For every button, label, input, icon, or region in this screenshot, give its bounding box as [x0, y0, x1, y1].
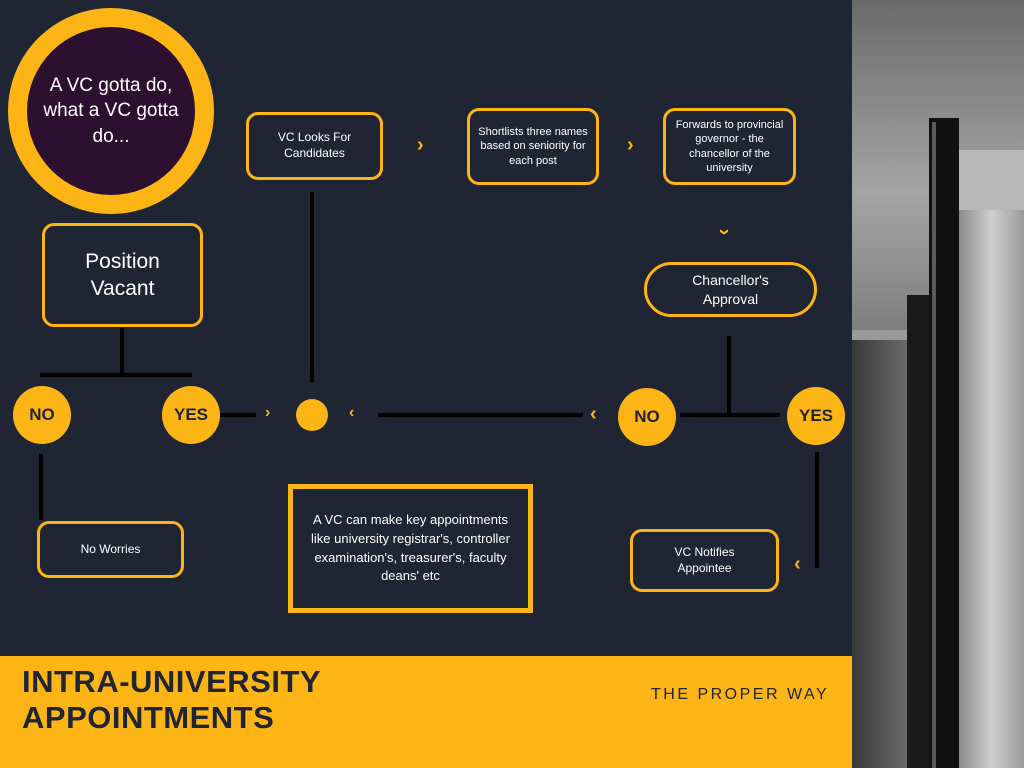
node-key-appointments-label: A VC can make key appointments like univ… — [311, 511, 510, 584]
chevron-right-icon: › — [627, 134, 634, 156]
diagram-canvas: A VC gotta do, what a VC gotta do... Pos… — [8, 8, 845, 613]
node-position-vacant-label: Position Vacant — [85, 249, 160, 300]
decision-no-right-label: NO — [634, 407, 660, 426]
node-vc-looks: VC Looks For Candidates — [246, 112, 383, 180]
connector-looks-down — [310, 192, 314, 382]
decision-no-left-label: NO — [29, 405, 55, 424]
connector-position-bar — [40, 373, 192, 377]
chevron-left-icon: ‹ — [794, 553, 801, 575]
chevron-right-icon: › — [417, 134, 424, 156]
node-no-worries: No Worries — [37, 521, 184, 578]
connector-no-yes-bar — [680, 413, 780, 417]
decision-no-left: NO — [13, 386, 71, 444]
node-no-worries-label: No Worries — [80, 541, 141, 556]
decision-no-right: NO — [618, 388, 676, 446]
chevron-down-icon: › — [713, 228, 736, 236]
connector-yes-down — [815, 452, 819, 568]
connector-no-down — [39, 454, 43, 520]
books-photo-image — [852, 0, 1024, 768]
intro-badge: A VC gotta do, what a VC gotta do... — [8, 8, 214, 214]
chevron-right-icon: › — [265, 404, 271, 421]
node-vc-notifies-label: VC Notifies Appointee — [674, 544, 735, 575]
node-shortlists-label: Shortlists three names based on seniorit… — [478, 126, 588, 167]
node-forwards-label: Forwards to provincial governor - the ch… — [675, 118, 784, 174]
node-shortlists: Shortlists three names based on seniorit… — [467, 108, 599, 185]
intro-badge-inner: A VC gotta do, what a VC gotta do... — [27, 27, 195, 195]
merge-dot — [296, 399, 328, 431]
node-approval: Chancellor's Approval — [644, 262, 817, 317]
footer-banner: INTRA-UNIVERSITY APPOINTMENTS THE PROPER… — [0, 656, 852, 768]
connector-approval-down — [727, 336, 731, 416]
decision-yes-left: YES — [162, 386, 220, 444]
chevron-left-icon: ‹ — [590, 403, 597, 425]
node-forwards: Forwards to provincial governor - the ch… — [663, 108, 796, 185]
node-key-appointments: A VC can make key appointments like univ… — [288, 484, 533, 613]
connector-no-to-dot — [378, 413, 583, 417]
connector-yes-to-dot — [220, 413, 256, 417]
books-photo — [852, 0, 1024, 768]
decision-yes-right-label: YES — [798, 406, 834, 425]
decision-yes-right: YES — [787, 387, 845, 445]
node-vc-looks-label: VC Looks For Candidates — [277, 130, 352, 160]
footer-tagline: THE PROPER WAY — [651, 686, 830, 703]
node-approval-label: Chancellor's Approval — [692, 272, 769, 307]
connector-position-stem — [120, 328, 124, 375]
chevron-left-icon: ‹ — [349, 404, 355, 421]
intro-badge-text: A VC gotta do, what a VC gotta do... — [43, 74, 179, 147]
node-vc-notifies: VC Notifies Appointee — [630, 529, 779, 592]
decision-yes-left-label: YES — [173, 405, 209, 424]
node-position-vacant: Position Vacant — [42, 223, 203, 327]
footer-title: INTRA-UNIVERSITY APPOINTMENTS — [22, 664, 321, 735]
